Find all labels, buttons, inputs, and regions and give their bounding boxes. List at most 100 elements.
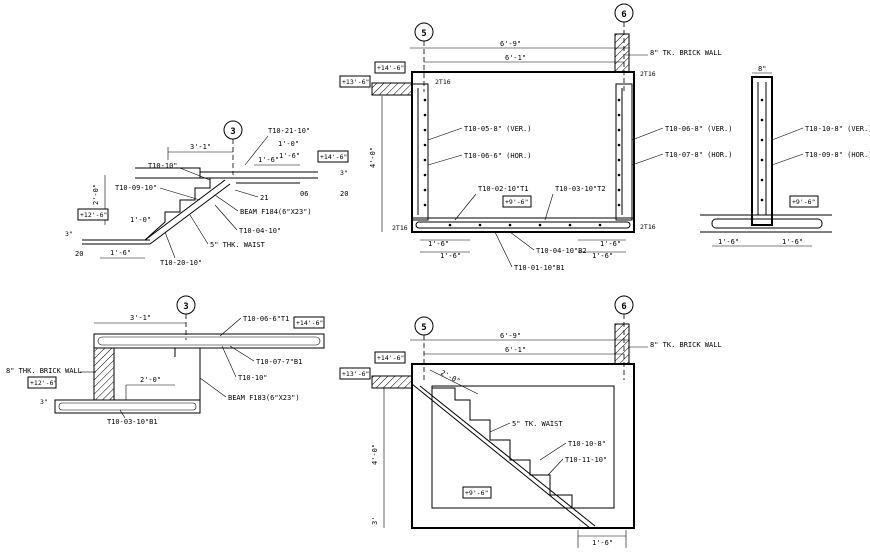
dim-e-4: 1'-6" <box>592 539 613 547</box>
detail-a-stair-section: 3 3'-1" 1'-6" T10-21-10" 1'-0" 1'-6" +14… <box>65 120 349 267</box>
beam-label-a: BEAM F184(6"X23") <box>240 208 312 216</box>
rebar-a-1: T10-21-10" <box>268 127 310 135</box>
level-tag-a-1: +14'-6" <box>317 150 349 163</box>
dim-c-1: 1'-6" <box>718 238 739 246</box>
detail-e-stair-tank-section: 5 6 6'-9" 6'-1" 8" TK. BRICK WALL +14'-6… <box>339 295 722 548</box>
svg-text:+12'-6": +12'-6" <box>80 211 107 219</box>
grid-bubble-6-bottom: 6 <box>614 295 634 315</box>
svg-text:+14'-6": +14'-6" <box>377 354 404 362</box>
rebar-c-1: T10-10-8" (VER.) <box>805 125 870 133</box>
level-tag-c: +9'-6" <box>789 195 819 208</box>
level-tag-b-2: +13'-6" <box>339 75 371 88</box>
bar-tag-b-1: 2T16 <box>435 78 451 86</box>
rebar-a-3: T10-09-10" <box>115 184 157 192</box>
svg-text:3: 3 <box>183 302 188 312</box>
rebar-d-3: T10-10" <box>238 374 268 382</box>
rebar-dots-c <box>760 98 764 202</box>
level-tag-b-3: +9'-6" <box>502 195 532 208</box>
svg-text:5: 5 <box>421 29 426 39</box>
dim-b-6: 1'-6" <box>592 252 613 260</box>
wall-label-e: 8" TK. BRICK WALL <box>650 341 722 349</box>
wall-label-d: 8" THK. BRICK WALL <box>6 367 82 375</box>
dim-a-7: 20 <box>75 250 83 258</box>
rebar-b-6: T10-03-10"T2 <box>555 185 606 193</box>
dim-a-5: 1'-0" <box>278 140 299 148</box>
svg-text:+9'-6": +9'-6" <box>505 198 528 206</box>
dim-a-8: 20 <box>340 190 348 198</box>
level-tag-b-1: +14'-6" <box>374 61 406 74</box>
rebar-a-7: T10-20-10" <box>160 259 202 267</box>
dim-e-3: 2'-0" <box>439 369 461 386</box>
grid-bubble-5-bottom: 5 <box>414 316 434 336</box>
svg-text:5: 5 <box>421 323 426 333</box>
dim-b-h1: 4'-0" <box>369 147 377 168</box>
svg-text:+14'-6": +14'-6" <box>377 64 404 72</box>
dim-a-9b: 3" <box>65 230 73 238</box>
rebar-b-1: T10-05-8" (VER.) <box>464 125 531 133</box>
level-tag-a-2: +12'-6" <box>77 208 109 221</box>
svg-text:+13'-6": +13'-6" <box>342 370 369 378</box>
rebar-a-4: 06 <box>300 190 308 198</box>
rebar-d-2: T10-07-7"B1 <box>256 358 302 366</box>
dim-a-3: 2'-0" <box>92 184 100 205</box>
dim-d-3in: 3" <box>40 398 48 406</box>
rebar-dots-b <box>423 98 621 227</box>
rebar-a-2: T10-10" <box>148 162 178 170</box>
dim-a-10: 1'-0" <box>130 216 151 224</box>
rebar-d-4: T10-03-10"B1 <box>107 418 158 426</box>
beam-label-d: BEAM F183(6"X23") <box>228 394 300 402</box>
level-tag-e-1: +14'-6" <box>374 351 406 364</box>
dim-b-1: 6'-9" <box>500 40 521 48</box>
detail-b-tank-section: 5 6 6'-9" 6'-1" 8" TK. BRICK WALL +14'-6… <box>339 3 732 272</box>
dim-d-2: 2'-0" <box>140 376 161 384</box>
dim-e-h1: 4'-0" <box>371 444 379 465</box>
dim-a-9: 3" <box>340 169 348 177</box>
grid-bubble-5-top: 5 <box>414 22 434 42</box>
grid-bubble-6-top: 6 <box>614 3 634 23</box>
rebar-a-6: T10-04-10" <box>239 227 281 235</box>
level-tag-e-2: +13'-6" <box>339 367 371 380</box>
wall-label-b: 8" TK. BRICK WALL <box>650 49 722 57</box>
dim-e-1: 6'-9" <box>500 332 521 340</box>
rebar-c-2: T10-09-8" (HOR.) <box>805 151 870 159</box>
svg-text:3: 3 <box>230 127 235 137</box>
dim-b-4: 1'-6" <box>440 252 461 260</box>
dim-b-5: 1'-6" <box>600 240 621 248</box>
grid-bubble-3-bottom: 3 <box>176 295 196 315</box>
dim-e-h2: 3' <box>371 517 379 525</box>
level-tag-d-1: +14'-6" <box>293 316 325 329</box>
rebar-b-3: T10-06-8" (VER.) <box>665 125 732 133</box>
dim-a-2: 1'-6" <box>258 156 279 164</box>
bar-tag-b-4: 2T16 <box>640 223 656 231</box>
rebar-e-1: T10-10-8" <box>568 440 606 448</box>
rebar-b-8: T10-01-10"B1 <box>514 264 565 272</box>
detail-d-landing-section: 3 3'-1" T10-06-6"T1 +14'-6" 8" THK. BRIC… <box>6 295 325 426</box>
detail-c-wall-section: 8" T10-10-8" (VER.) T10-09-8" (HOR.) +9'… <box>700 65 870 247</box>
rebar-b-5: T10-02-10"T1 <box>478 185 529 193</box>
dim-c-0: 8" <box>758 65 766 73</box>
rebar-b-4: T10-07-8" (HOR.) <box>665 151 732 159</box>
level-tag-e-3: +9'-6" <box>462 486 492 499</box>
dim-b-2: 6'-1" <box>505 54 526 62</box>
svg-text:+9'-6": +9'-6" <box>792 198 815 206</box>
svg-text:6: 6 <box>621 302 626 312</box>
level-tag-d-2: +12'-6" <box>27 376 57 389</box>
svg-text:+14'-6": +14'-6" <box>296 319 323 327</box>
dim-b-3: 1'-6" <box>428 240 449 248</box>
dim-a-1: 3'-1" <box>190 143 211 151</box>
svg-text:+14'-6": +14'-6" <box>320 153 347 161</box>
svg-text:+12'-6": +12'-6" <box>30 379 57 387</box>
dim-a-6: 1'-6" <box>279 152 300 160</box>
dim-d-1: 3'-1" <box>130 314 151 322</box>
dim-c-2: 1'-6" <box>782 238 803 246</box>
rebar-d-1: T10-06-6"T1 <box>243 315 289 323</box>
rebar-b-2: T10-06-6" (HOR.) <box>464 152 531 160</box>
waist-label-e: 5" TK. WAIST <box>512 420 563 428</box>
bar-tag-b-3: 2T16 <box>392 224 408 232</box>
rebar-e-2: T10-11-10" <box>565 456 607 464</box>
svg-text:+13'-6": +13'-6" <box>342 78 369 86</box>
rebar-b-7: T10-04-10"B2 <box>536 247 587 255</box>
dim-e-2: 6'-1" <box>505 346 526 354</box>
svg-text:6: 6 <box>621 10 626 20</box>
